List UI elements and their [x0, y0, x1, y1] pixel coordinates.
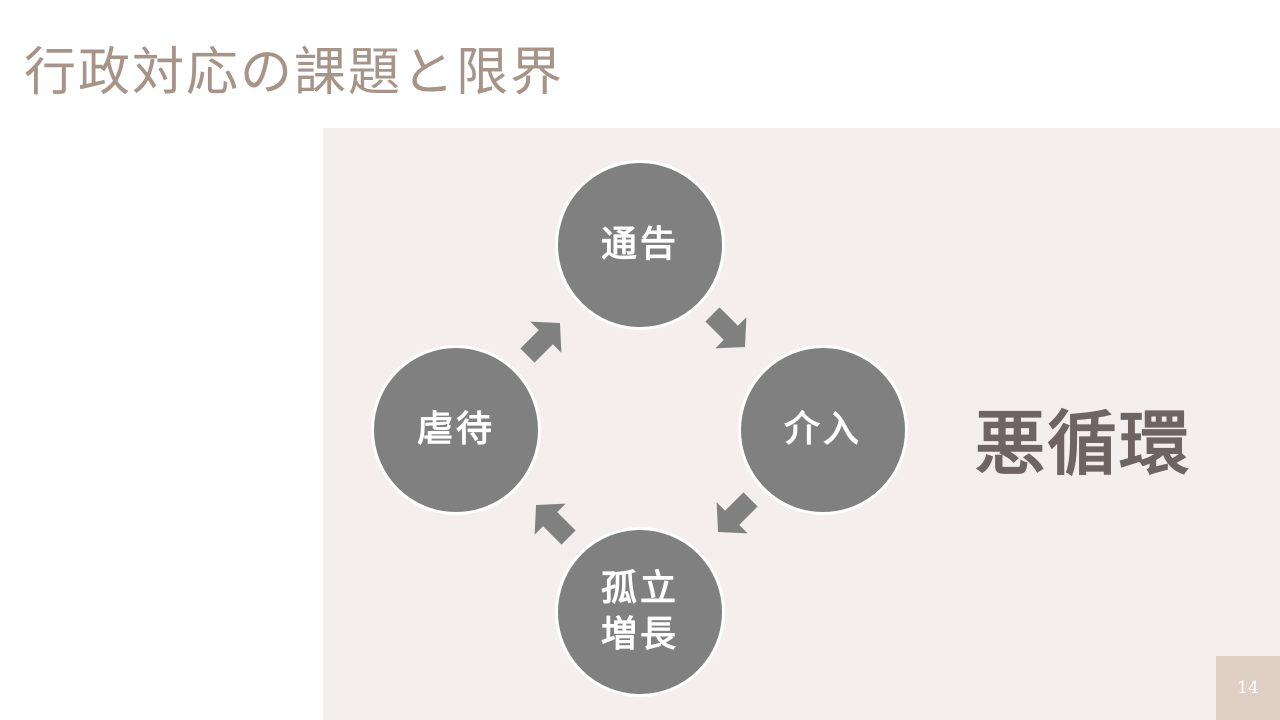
cycle-node-abuse: 虐待	[371, 345, 541, 515]
vicious-cycle-label: 悪循環	[975, 403, 1191, 485]
page-number: 14	[1216, 656, 1280, 720]
cycle-node-isolation-label: 孤立増長	[600, 568, 679, 655]
cycle-node-intervention: 介入	[738, 345, 908, 515]
arrow-up-right-icon	[520, 321, 562, 363]
cycle-node-isolation: 孤立増長	[555, 527, 725, 697]
slide-title: 行政対応の課題と限界	[24, 43, 565, 103]
arrow-up-left-icon	[534, 503, 576, 545]
cycle-node-report: 通告	[555, 160, 725, 330]
arrow-right-down-icon	[705, 307, 747, 349]
arrow-down-left-icon	[716, 492, 758, 534]
